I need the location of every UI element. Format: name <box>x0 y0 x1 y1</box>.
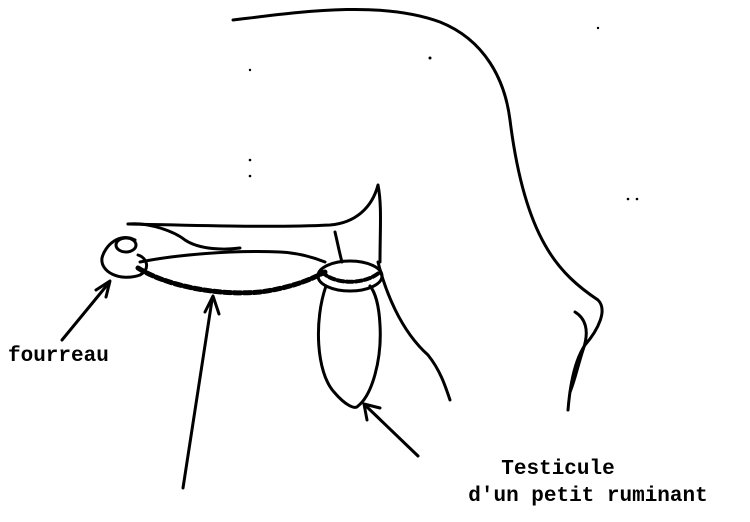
testicle-cord <box>335 232 342 262</box>
animal-back-outline <box>233 9 602 410</box>
prepuce-ring <box>116 238 136 252</box>
label-testicule-line2: d'un petit ruminant <box>426 486 750 507</box>
testicle-sac <box>318 286 380 407</box>
arrow-cord-shaft <box>183 300 212 488</box>
speck <box>249 175 252 178</box>
label-fourreau: fourreau <box>8 346 109 367</box>
speck <box>597 27 599 29</box>
cord-lower <box>138 268 325 293</box>
speck <box>429 57 432 60</box>
arrow-fourreau-shaft <box>62 284 108 340</box>
scrotum-ring-twist <box>322 272 380 282</box>
label-testicule: Testicule d'un petit ruminant <box>424 459 750 507</box>
speck <box>627 198 630 201</box>
speck <box>249 69 251 71</box>
prepuce-sheath-top <box>128 224 240 249</box>
speck <box>636 198 639 201</box>
arrow-testicule-shaft <box>366 406 418 456</box>
label-testicule-line1: Testicule <box>366 459 750 480</box>
speck <box>249 159 252 162</box>
animal-thigh-outline <box>378 262 450 400</box>
cord-upper <box>140 252 325 262</box>
